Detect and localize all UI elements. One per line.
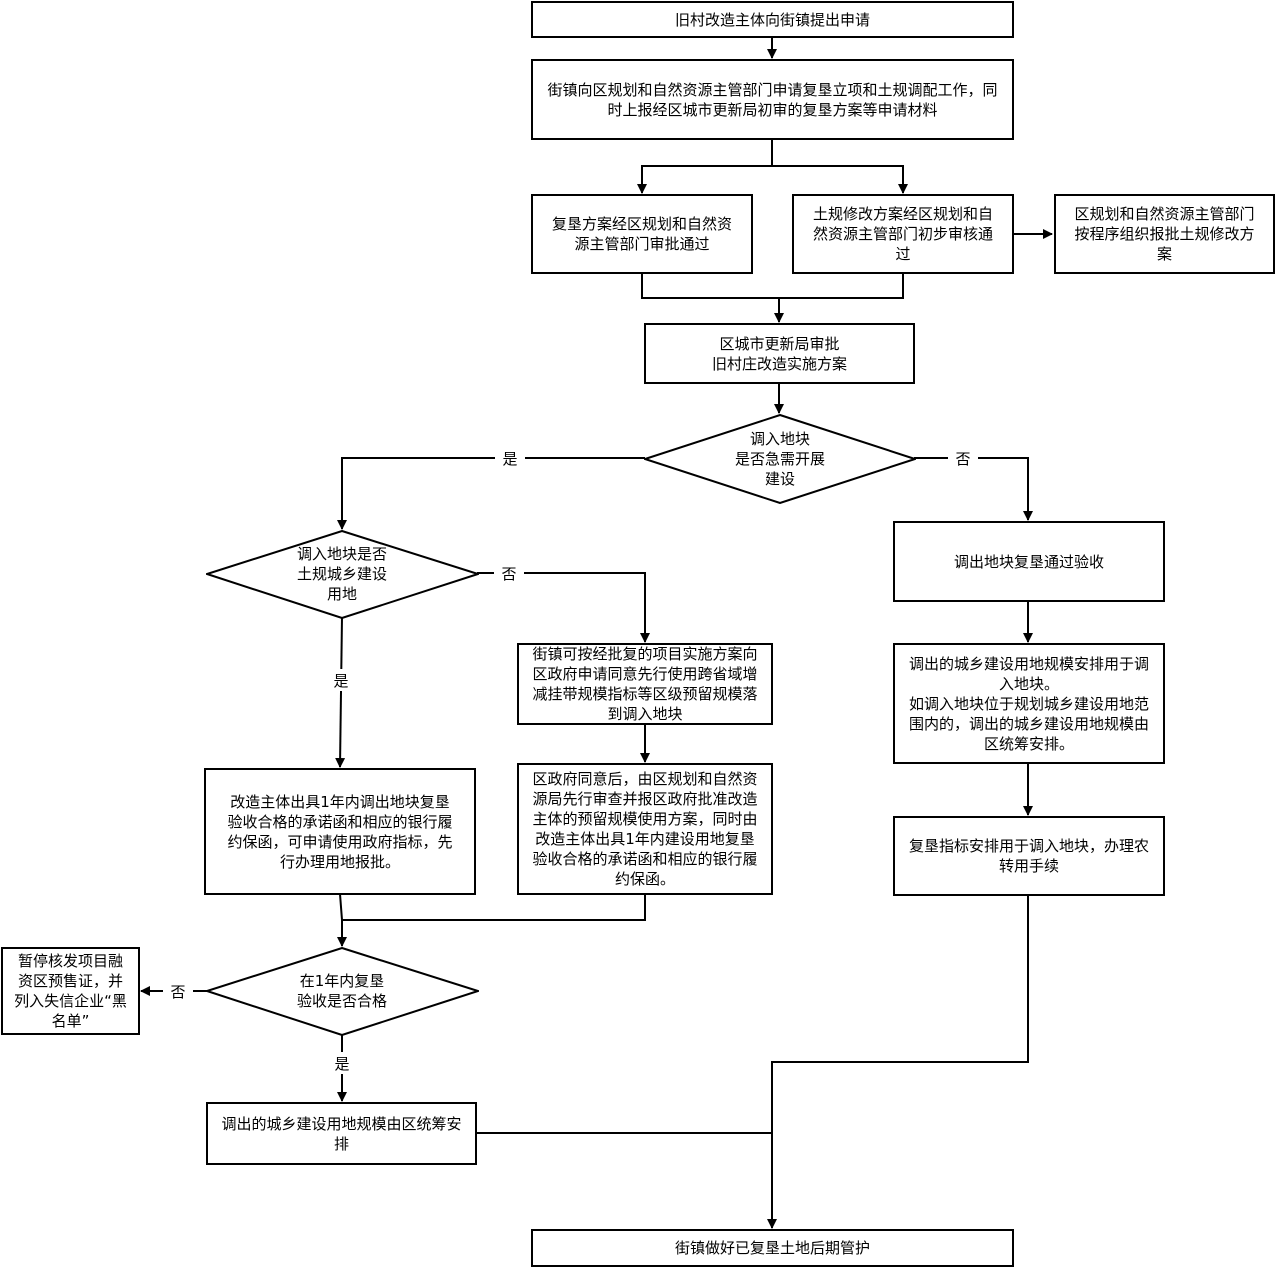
- renewal-bureau-approval-step: 区城市更新局审批 旧村庄改造实施方案: [644, 323, 915, 384]
- land-use-yes-label: 是: [326, 669, 356, 691]
- connector-indicator-to-maintain: [767, 895, 1029, 1229]
- land-plan-review-step: 土规修改方案经区规划和自然资源主管部门初步审核通过: [792, 194, 1014, 274]
- urgent-no-label: 否: [948, 447, 978, 469]
- connector-urgent-yes: [337, 457, 645, 530]
- acceptance-no-label: 否: [163, 980, 193, 1002]
- connector-pledge-merge: [339, 893, 646, 921]
- connector-submit-to-approval-trunk: [637, 139, 773, 194]
- blacklist-step: 暂停核发项目融资区预售证，并列入失信企业“黑名单”: [1, 947, 140, 1035]
- connector-district-to-maintain: [476, 1132, 773, 1228]
- maintenance-step: 街镇做好已复垦土地后期管护: [531, 1229, 1014, 1267]
- reclamation-acceptance-step: 调出地块复垦通过验收: [893, 521, 1165, 602]
- acceptance-yes-label: 是: [327, 1052, 357, 1074]
- district-approval-step: 区政府同意后，由区规划和自然资源局先行审查并报区政府批准改造主体的预留规模使用方…: [517, 763, 773, 895]
- preallocate-request-step: 街镇可按经批复的项目实施方案向区政府申请同意先行使用跨省域增减挂带规模指标等区级…: [517, 643, 773, 725]
- apply-step: 旧村改造主体向街镇提出申请: [531, 1, 1014, 38]
- submit-materials-step: 街镇向区规划和自然资源主管部门申请复垦立项和土规调配工作，同时上报经区城市更新局…: [531, 59, 1014, 140]
- urgent-construction-decision: [644, 414, 916, 504]
- connector-landuse-yes: [335, 616, 346, 768]
- reclamation-approval-step: 复垦方案经区规划和自然资源主管部门审批通过: [531, 194, 753, 274]
- connector-merge-to-bureau: [641, 273, 904, 299]
- connector-submit-to-land-plan: [772, 165, 908, 194]
- land-plan-report-step: 区规划和自然资源主管部门按程序组织报批土规修改方案: [1054, 194, 1275, 274]
- district-coordination-step: 调出的城乡建设用地规模由区统筹安排: [206, 1102, 477, 1165]
- connector-landuse-no: [477, 572, 650, 643]
- indicator-arrangement-step: 复垦指标安排用于调入地块，办理农转用手续: [893, 816, 1165, 896]
- acceptance-decision: [206, 947, 479, 1036]
- pledge-letter-step: 改造主体出具1年内调出地块复垦验收合格的承诺函和相应的银行履约保函，可申请使用政…: [204, 768, 476, 895]
- land-use-no-label: 否: [494, 562, 524, 584]
- scale-arrangement-step: 调出的城乡建设用地规模安排用于调入地块。 如调入地块位于规划城乡建设用地范围内的…: [893, 643, 1165, 764]
- urgent-yes-label: 是: [495, 447, 525, 469]
- land-use-decision: [206, 530, 479, 619]
